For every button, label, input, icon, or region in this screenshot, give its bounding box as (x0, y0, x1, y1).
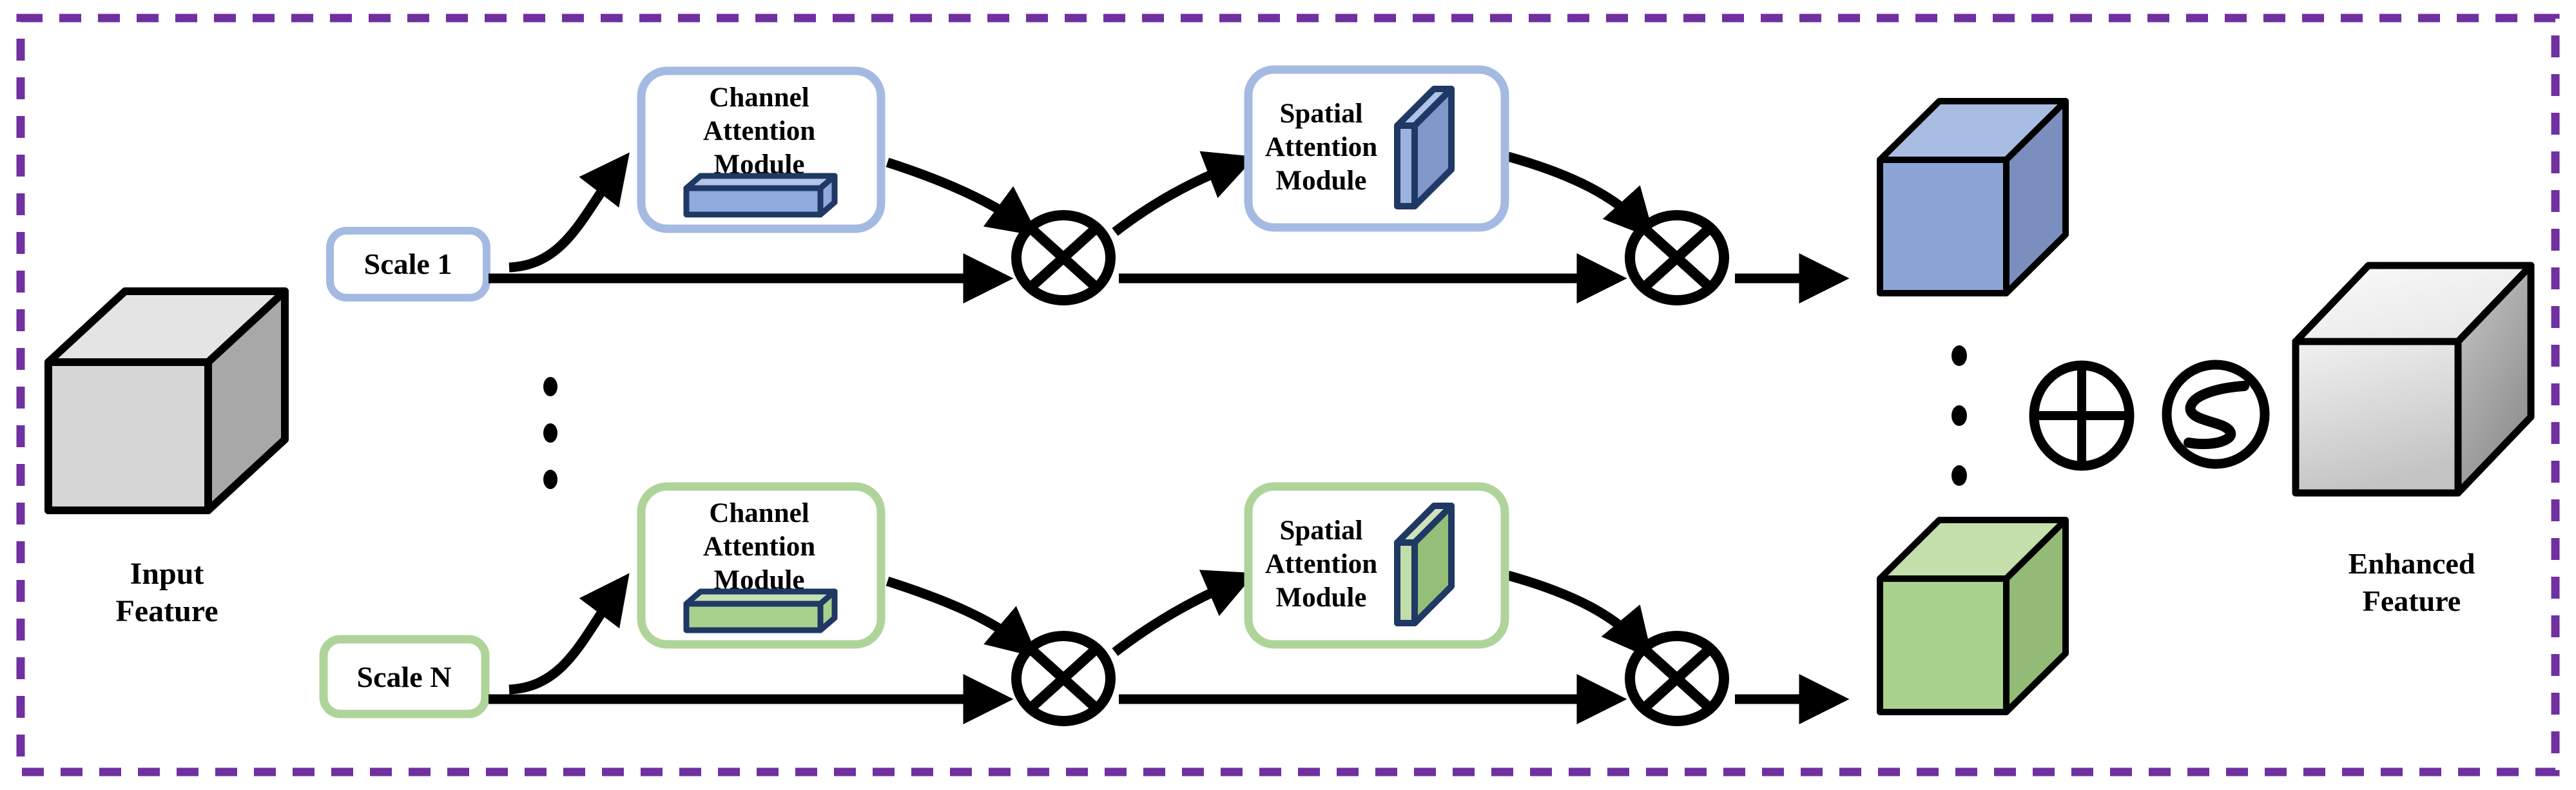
sigmoid-icon (2162, 360, 2270, 469)
cam1-text-line2: Attention (703, 116, 815, 146)
channel-attention-module-scaleN: Channel Attention Module (637, 482, 886, 649)
dashed-border-frame (16, 14, 2560, 776)
sigmoid-s-glyph (2184, 381, 2249, 449)
spatial-slab-3d-icon (1394, 86, 1455, 209)
camN-text-line1: Channel (709, 498, 809, 528)
multiply1-curve-to-samN (1112, 570, 1255, 656)
scale-1-row: Scale 1 Channel Attention Module (326, 65, 2069, 305)
samN-curve-to-multiply2 (1506, 570, 1653, 659)
sam1-text-line2: Attention (1265, 132, 1377, 162)
scaleN-curve-to-cam (508, 573, 630, 695)
scale1-curve-to-cam (508, 152, 630, 273)
enhanced-cube-front-face (2292, 338, 2462, 497)
camN-curve-to-multiply1 (886, 576, 1038, 658)
scale1-output-cube (1877, 98, 2069, 296)
samN-text-line3: Module (1276, 583, 1367, 613)
spatial-attention-module-scaleN: Spatial Attention Module (1244, 482, 1509, 649)
enhanced-feature-label-line2: Feature (2363, 584, 2461, 617)
camN-text-line2: Attention (703, 532, 815, 562)
spatial-attention-module-scale1: Spatial Attention Module (1244, 65, 1509, 232)
input-feature-label-line2: Feature (115, 594, 218, 628)
scale-1-label: Scale 1 (364, 247, 452, 280)
samN-text-line2: Attention (1265, 549, 1377, 579)
cam1-text-line1: Channel (709, 82, 809, 113)
enhanced-feature-cube (2292, 262, 2535, 497)
multiply1-curve-to-sam1 (1112, 151, 1256, 236)
multiply-icon (1011, 631, 1116, 726)
vertical-ellipsis-icon (1951, 345, 1967, 486)
scale-n-box (319, 635, 490, 718)
cam1-curve-to-multiply1 (886, 157, 1039, 236)
multiply-icon (1625, 210, 1729, 305)
channel-bar-3d-icon (683, 588, 838, 633)
sam1-text-line3: Module (1276, 166, 1367, 196)
sum-icon (2029, 360, 2135, 471)
scale-1-box (326, 227, 490, 302)
multiply-icon (1625, 631, 1729, 726)
samN-text-line1: Spatial (1279, 515, 1362, 546)
spatial-slab-3d-icon (1394, 503, 1455, 626)
channel-bar-3d-icon (683, 173, 838, 218)
enhanced-feature-label-line1: Enhanced (2348, 547, 2475, 580)
sam1-text-line1: Spatial (1279, 99, 1362, 129)
scaleN-output-cube (1877, 517, 2069, 715)
input-feature-label-line1: Input (130, 557, 204, 591)
input-feature-cube (44, 287, 289, 514)
scale-n-label: Scale N (357, 660, 452, 693)
sam1-curve-to-multiply2 (1506, 151, 1656, 240)
input-cube-front-face (44, 358, 212, 514)
vertical-ellipsis-icon (543, 377, 557, 489)
channel-attention-module-scale1: Channel Attention Module (637, 66, 886, 233)
multiply-icon (1011, 210, 1116, 305)
scale-n-row: Scale N Channel Attention Module (319, 482, 2069, 726)
